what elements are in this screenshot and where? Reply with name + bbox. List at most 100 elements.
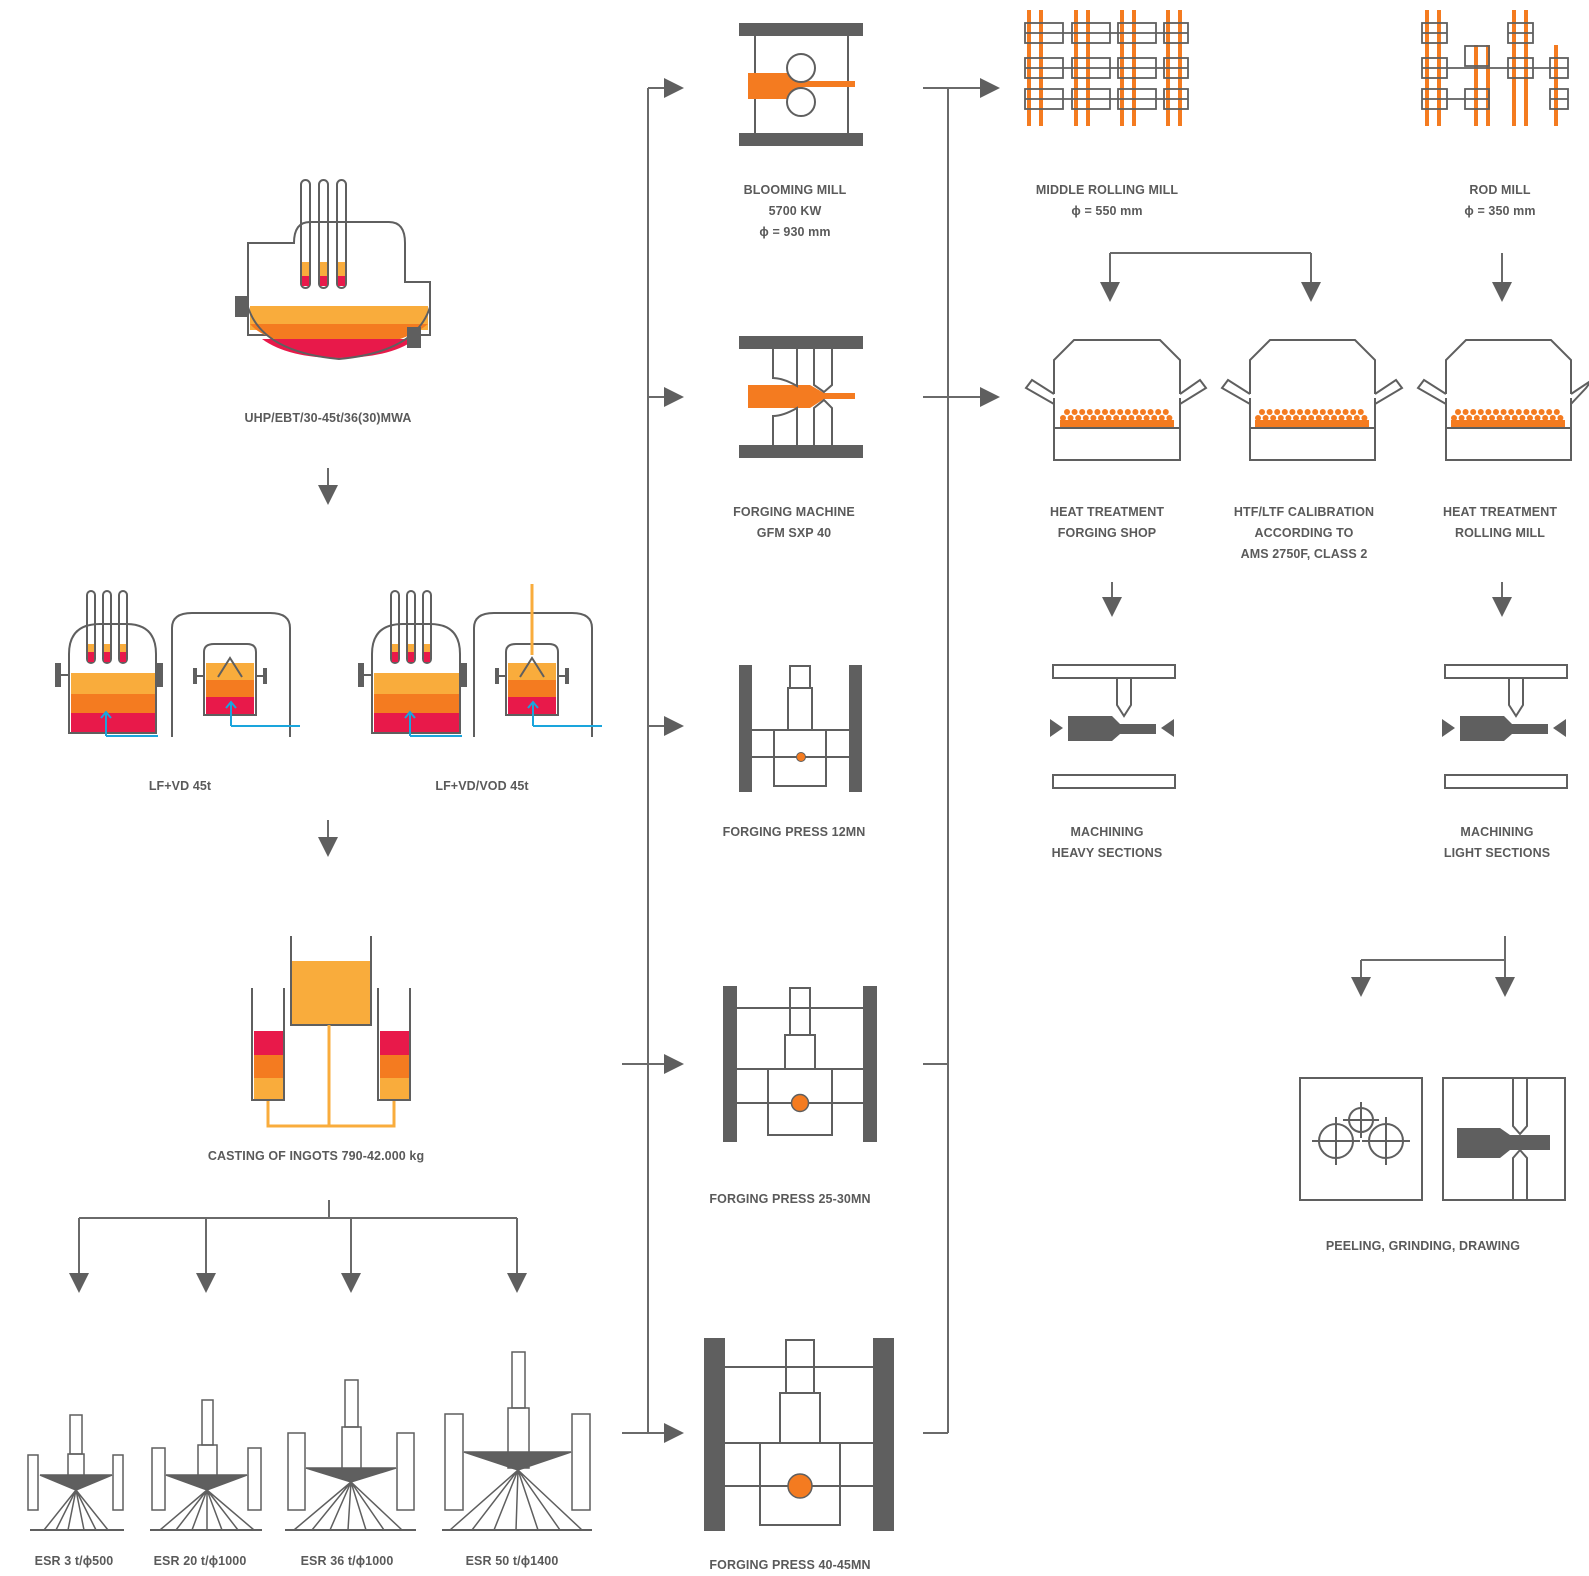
hot-charge-dot <box>1109 409 1116 415</box>
hot-charge-dot <box>1481 415 1488 421</box>
hot-charge-dot <box>1323 415 1330 421</box>
hot-charge-dot <box>1289 409 1296 415</box>
hot-charge-dot <box>1338 415 1345 421</box>
casting-label: CASTING OF INGOTS 790-42.000 kg <box>207 1149 425 1163</box>
hot-charge-dot <box>1531 409 1537 415</box>
hot-charge-dot <box>1075 415 1082 421</box>
hot-charge-dot <box>1158 415 1165 421</box>
hot-charge-dot <box>1350 409 1357 415</box>
middle-rolling-mill-icon <box>1024 10 1189 126</box>
hot-charge-dot <box>1346 415 1353 421</box>
peeling-grinding-icon <box>1299 1077 1423 1201</box>
hot-charge-dot <box>1132 409 1139 415</box>
hot-charge-dot <box>1477 409 1484 415</box>
hot-charge-dot <box>1361 415 1368 421</box>
heat-treatment-rolling-furnace-icon <box>1416 339 1589 461</box>
hot-charge-dot <box>1473 415 1480 421</box>
forging-machine-icon <box>739 336 863 458</box>
esr-20-icon <box>150 1399 262 1531</box>
hot-charge-dot <box>1105 415 1112 421</box>
hot-charge-dot <box>1315 415 1322 421</box>
hot-charge-dot <box>1312 409 1319 415</box>
hot-charge-dot <box>1266 409 1273 415</box>
forging-press-12-icon <box>739 665 862 792</box>
hot-charge-dot <box>1067 415 1074 421</box>
hot-charge-dot <box>1060 415 1066 421</box>
hot-charge-dot <box>1342 409 1349 415</box>
eaf-label: UHP/EBT/30-45t/36(30)MWA <box>244 411 412 425</box>
hot-charge-dot <box>1300 415 1307 421</box>
hot-charge-dot <box>1485 409 1492 415</box>
hot-charge-dot <box>1534 415 1541 421</box>
forging-press-40-label: FORGING PRESS 40-45MN <box>709 1558 871 1572</box>
esr-50-icon <box>442 1351 592 1531</box>
hot-charge-dot <box>1255 415 1261 421</box>
hot-charge-dot <box>1357 409 1364 415</box>
hot-charge-dot <box>1136 415 1142 421</box>
hot-charge-dot <box>1451 415 1457 421</box>
hot-charge-dot <box>1504 415 1511 421</box>
forging-press-40-icon <box>704 1338 894 1531</box>
hot-charge-dot <box>1285 415 1292 421</box>
hot-charge-dot <box>1500 409 1507 415</box>
connectors <box>69 78 1515 1443</box>
hot-charge-dot <box>1270 415 1277 421</box>
hot-charge-dot <box>1147 409 1154 415</box>
machining-light-icon <box>1442 664 1568 789</box>
hot-charge-dot <box>1553 409 1560 415</box>
hot-charge-dot <box>1274 409 1281 415</box>
calibration-furnace-icon <box>1220 339 1404 461</box>
hot-charge-dot <box>1117 409 1124 415</box>
heat-treatment-forging-furnace-icon <box>1024 339 1208 461</box>
rod-mill-icon <box>1421 10 1569 126</box>
hot-charge-dot <box>1064 409 1070 415</box>
hot-charge-dot <box>1515 409 1522 415</box>
hot-charge-dot <box>1353 415 1360 421</box>
eaf-furnace-icon <box>235 179 431 361</box>
hot-charge-dot <box>1542 415 1549 421</box>
hot-charge-dot <box>1098 415 1104 421</box>
hot-charge-dot <box>1308 415 1315 421</box>
hot-charge-dot <box>1327 409 1334 415</box>
hot-charge-dot <box>1082 415 1089 421</box>
lf-vd-vod-label: LF+VD/VOD 45t <box>435 779 529 793</box>
drawing-icon <box>1442 1077 1566 1201</box>
hot-charge-dot <box>1086 409 1093 415</box>
hot-charge-dot <box>1151 415 1158 421</box>
hot-charge-dot <box>1470 409 1477 415</box>
hot-charge-dot <box>1162 409 1169 415</box>
hot-charge-dot <box>1549 415 1556 421</box>
hot-charge-dot <box>1094 409 1101 415</box>
esr-50-label: ESR 50 t/ϕ1400 <box>465 1554 559 1568</box>
hot-charge-dot <box>1527 415 1533 421</box>
hot-charge-dot <box>1557 415 1564 421</box>
hot-charge-dot <box>1458 415 1465 421</box>
hot-charge-dot <box>1493 409 1499 415</box>
hot-charge-dot <box>1297 409 1303 415</box>
hot-charge-dot <box>1113 415 1120 421</box>
hot-charge-dot <box>1546 409 1553 415</box>
hot-charge-dot <box>1496 415 1503 421</box>
hot-charge-dot <box>1523 409 1530 415</box>
hot-charge-dot <box>1519 415 1526 421</box>
machining-heavy-icon <box>1050 664 1176 789</box>
blooming-mill-icon <box>739 23 863 146</box>
hot-charge-dot <box>1259 409 1265 415</box>
casting-icon <box>251 936 411 1128</box>
hot-charge-dot <box>1489 415 1495 421</box>
hot-charge-dot <box>1079 409 1086 415</box>
forging-press-12-label: FORGING PRESS 12MN <box>722 825 866 839</box>
hot-charge-dot <box>1102 409 1108 415</box>
hot-charge-dot <box>1124 409 1131 415</box>
hot-charge-dot <box>1143 415 1150 421</box>
forging-press-25-label: FORGING PRESS 25-30MN <box>709 1192 871 1206</box>
hot-charge-dot <box>1277 415 1284 421</box>
